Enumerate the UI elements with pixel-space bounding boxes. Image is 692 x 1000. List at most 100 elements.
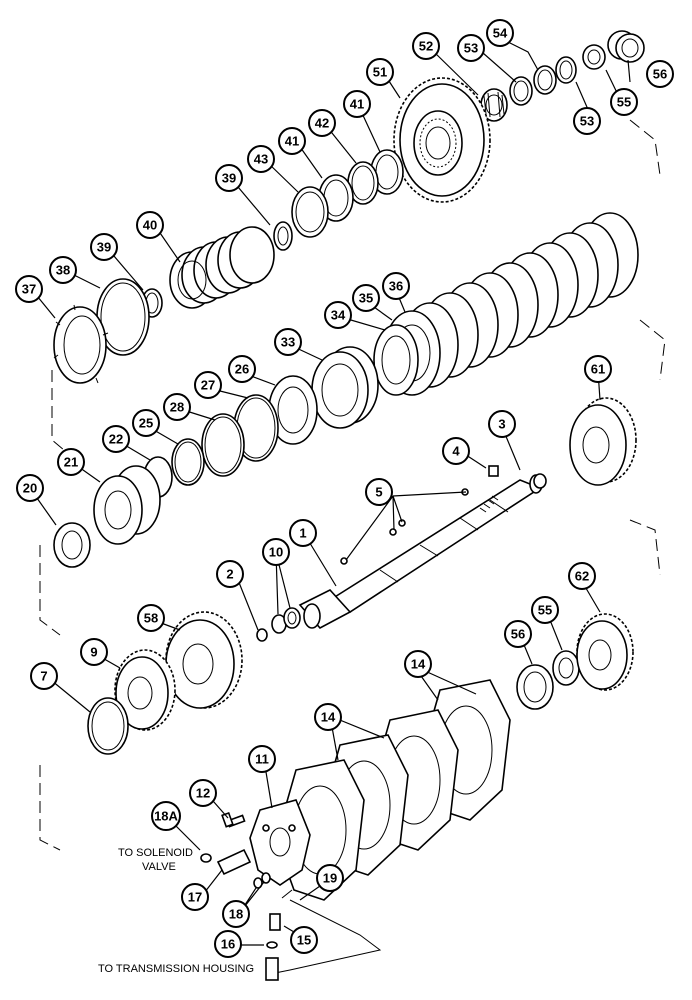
callout-56-top: 56	[646, 60, 674, 88]
cover-11	[249, 799, 311, 886]
top-row-parts	[273, 30, 645, 251]
ball-5-b	[398, 519, 406, 527]
callout-55-bottom: 55	[531, 596, 559, 624]
callout-10: 10	[262, 538, 290, 566]
callout-12: 12	[189, 779, 217, 807]
callout-28: 28	[163, 393, 191, 421]
callout-37: 37	[15, 275, 43, 303]
svg-text:33: 33	[281, 335, 295, 350]
washer-53-upper	[555, 56, 577, 84]
gaskets-14	[275, 679, 511, 901]
ball-5-d	[340, 557, 348, 565]
svg-text:11: 11	[255, 752, 269, 767]
svg-text:43: 43	[254, 152, 268, 167]
callout-2: 2	[216, 560, 244, 588]
svg-text:17: 17	[188, 890, 202, 905]
gear-62	[576, 613, 634, 691]
callout-15: 15	[290, 926, 318, 954]
gear-9	[114, 649, 176, 731]
callout-17: 17	[181, 883, 209, 911]
svg-text:3: 3	[498, 417, 505, 432]
svg-text:15: 15	[297, 933, 311, 948]
spring-pack-row	[53, 226, 275, 384]
fitting-15-16	[265, 913, 281, 981]
svg-text:5: 5	[375, 485, 382, 500]
svg-text:1: 1	[299, 526, 306, 541]
orings-18	[253, 872, 271, 889]
callout-38: 38	[49, 256, 77, 284]
svg-text:52: 52	[419, 39, 433, 54]
callout-19: 19	[316, 864, 344, 892]
callout-43: 43	[247, 145, 275, 173]
svg-text:40: 40	[143, 218, 157, 233]
callout-53-top: 53	[457, 34, 485, 62]
hub-21	[93, 465, 161, 545]
svg-text:25: 25	[139, 416, 153, 431]
svg-text:39: 39	[97, 240, 111, 255]
callout-25: 25	[132, 409, 160, 437]
callout-56-bottom: 56	[504, 620, 532, 648]
callout-1: 1	[289, 519, 317, 547]
clutch-pack	[373, 212, 639, 396]
retainer-37	[53, 304, 109, 384]
callout-14-right: 14	[404, 650, 432, 678]
svg-text:58: 58	[144, 611, 158, 626]
section-boundaries	[39, 119, 666, 851]
note-solenoid-line1: TO SOLENOID	[118, 847, 193, 859]
svg-text:9: 9	[90, 645, 97, 660]
callout-27: 27	[194, 371, 222, 399]
piston-33	[311, 346, 379, 429]
bearing-cone-55-bottom	[552, 650, 580, 686]
bolt-12	[221, 811, 246, 828]
svg-text:56: 56	[653, 67, 667, 82]
callout-18A: 18A	[151, 801, 181, 831]
svg-text:55: 55	[617, 95, 631, 110]
callout-5: 5	[365, 478, 393, 506]
callout-53-right: 53	[573, 107, 601, 135]
callout-4: 4	[442, 437, 470, 465]
svg-text:37: 37	[22, 282, 36, 297]
svg-text:19: 19	[323, 871, 337, 886]
svg-text:51: 51	[373, 65, 387, 80]
svg-text:56: 56	[511, 627, 525, 642]
svg-text:7: 7	[40, 669, 47, 684]
svg-text:41: 41	[350, 97, 364, 112]
note-transmission: TO TRANSMISSION HOUSING	[98, 963, 254, 975]
o-ring-18A	[200, 853, 212, 863]
bearing-cone-55-top	[582, 44, 606, 70]
notes: TO SOLENOID VALVE TO TRANSMISSION HOUSIN…	[98, 847, 254, 975]
gear-58	[165, 611, 243, 709]
ring-43	[291, 186, 329, 238]
callout-33: 33	[274, 328, 302, 356]
callout-39-lower: 39	[90, 233, 118, 261]
callout-11: 11	[248, 745, 276, 773]
svg-text:53: 53	[580, 114, 594, 129]
callout-55-top: 55	[610, 88, 638, 116]
callout-39-upper: 39	[215, 164, 243, 192]
svg-text:42: 42	[315, 116, 329, 131]
svg-text:20: 20	[23, 481, 37, 496]
bearing-cup-56-top	[607, 30, 645, 63]
callout-14-left: 14	[314, 703, 342, 731]
callout-16: 16	[214, 930, 242, 958]
svg-text:27: 27	[201, 378, 215, 393]
callout-22: 22	[102, 425, 130, 453]
main-shaft-1	[298, 474, 543, 630]
svg-text:34: 34	[331, 308, 346, 323]
svg-text:39: 39	[222, 171, 236, 186]
callout-41-right: 41	[343, 90, 371, 118]
svg-text:18: 18	[229, 907, 243, 922]
fitting-17	[216, 848, 252, 876]
svg-text:4: 4	[452, 444, 460, 459]
callout-20: 20	[16, 474, 44, 502]
callout-3: 3	[488, 410, 516, 438]
svg-text:12: 12	[196, 786, 210, 801]
svg-text:61: 61	[591, 362, 605, 377]
svg-text:55: 55	[538, 603, 552, 618]
callout-41-left: 41	[278, 127, 306, 155]
svg-text:38: 38	[56, 263, 70, 278]
svg-text:26: 26	[235, 362, 249, 377]
svg-text:28: 28	[170, 400, 184, 415]
svg-text:53: 53	[464, 41, 478, 56]
